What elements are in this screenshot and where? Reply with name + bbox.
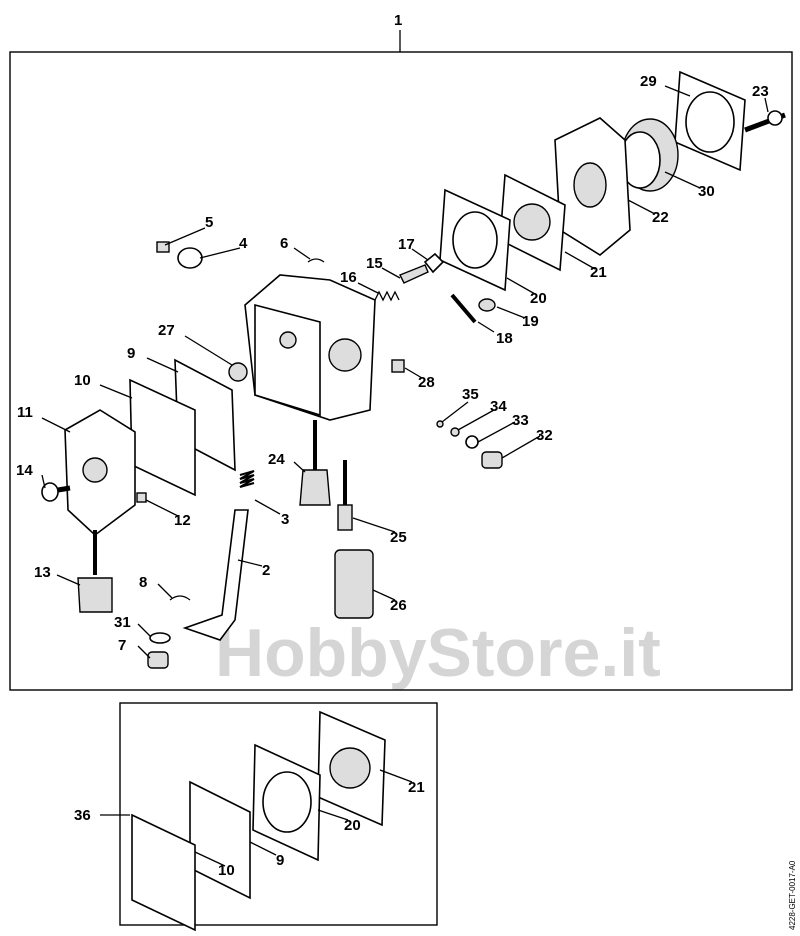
label-20: 20 bbox=[530, 290, 547, 307]
label-10: 10 bbox=[74, 372, 91, 389]
part-8-clip bbox=[169, 595, 191, 601]
label-5: 5 bbox=[205, 214, 213, 231]
part-13-needle bbox=[77, 530, 113, 613]
kit-part-10-gasket bbox=[131, 813, 196, 932]
part-32-plug bbox=[481, 451, 503, 469]
part-16-spring bbox=[374, 290, 400, 302]
part-19-screw bbox=[478, 298, 496, 312]
label-9: 9 bbox=[127, 345, 135, 362]
label-28: 28 bbox=[418, 374, 435, 391]
label-6: 6 bbox=[280, 235, 288, 252]
label-16: 16 bbox=[340, 269, 357, 286]
kit-label-10: 10 bbox=[218, 862, 235, 879]
part-12-plug bbox=[136, 492, 147, 503]
label-27: 27 bbox=[158, 322, 175, 339]
leader-lines bbox=[41, 85, 769, 867]
label-21: 21 bbox=[590, 264, 607, 281]
part-18-pin bbox=[450, 293, 477, 324]
part-23-screw bbox=[744, 110, 786, 133]
label-31: 31 bbox=[114, 614, 131, 631]
label-26: 26 bbox=[390, 597, 407, 614]
label-18: 18 bbox=[496, 330, 513, 347]
label-17: 17 bbox=[398, 236, 415, 253]
part-15-needle bbox=[399, 264, 429, 284]
part-33-oring bbox=[465, 435, 479, 449]
drawing-code: 4228-GET-0017-A0 bbox=[788, 860, 797, 930]
label-24: 24 bbox=[268, 451, 285, 468]
label-30: 30 bbox=[698, 183, 715, 200]
part-24-needle bbox=[299, 420, 331, 506]
kit-part-9-plate bbox=[189, 780, 251, 900]
label-13: 13 bbox=[34, 564, 51, 581]
label-36: 36 bbox=[74, 807, 91, 824]
label-12: 12 bbox=[174, 512, 191, 529]
kit-label-20: 20 bbox=[344, 817, 361, 834]
part-27-screen bbox=[228, 362, 248, 382]
label-3: 3 bbox=[281, 511, 289, 528]
part-5-screw bbox=[156, 241, 170, 253]
kit-label-9: 9 bbox=[276, 852, 284, 869]
label-15: 15 bbox=[366, 255, 383, 272]
label-34: 34 bbox=[490, 398, 507, 415]
label-7: 7 bbox=[118, 637, 126, 654]
label-14: 14 bbox=[16, 462, 33, 479]
label-23: 23 bbox=[752, 83, 769, 100]
label-32: 32 bbox=[536, 427, 553, 444]
part-28-plug bbox=[391, 359, 405, 373]
part-labels: 29 23 30 22 21 20 19 18 17 15 16 6 5 4 2… bbox=[16, 73, 769, 879]
label-22: 22 bbox=[652, 209, 669, 226]
part-3-spring bbox=[239, 470, 255, 488]
label-8: 8 bbox=[139, 574, 147, 591]
label-29: 29 bbox=[640, 73, 657, 90]
part-4-disc bbox=[177, 247, 203, 269]
part-14-screw bbox=[41, 482, 71, 502]
label-11: 11 bbox=[17, 404, 33, 421]
part-2-shaft bbox=[182, 509, 249, 641]
label-33: 33 bbox=[512, 412, 529, 429]
main-assembly-frame bbox=[9, 51, 793, 691]
part-17-lever bbox=[423, 252, 445, 274]
part-34 bbox=[450, 427, 460, 437]
kit-frame bbox=[119, 702, 438, 926]
part-35 bbox=[436, 420, 444, 428]
part-7-nut bbox=[147, 651, 169, 669]
label-35: 35 bbox=[462, 386, 479, 403]
part-shapes bbox=[41, 70, 786, 932]
label-4: 4 bbox=[239, 235, 248, 252]
watermark: HobbyStore.it bbox=[215, 615, 661, 691]
part-6-clip bbox=[307, 258, 325, 263]
part-26-cap bbox=[334, 549, 374, 619]
label-19: 19 bbox=[522, 313, 539, 330]
part-31-washer bbox=[149, 632, 171, 644]
kit-label-21: 21 bbox=[408, 779, 425, 796]
label-1: 1 bbox=[394, 12, 402, 29]
label-2: 2 bbox=[262, 562, 270, 579]
part-25-needle bbox=[337, 460, 353, 531]
label-25: 25 bbox=[390, 529, 407, 546]
